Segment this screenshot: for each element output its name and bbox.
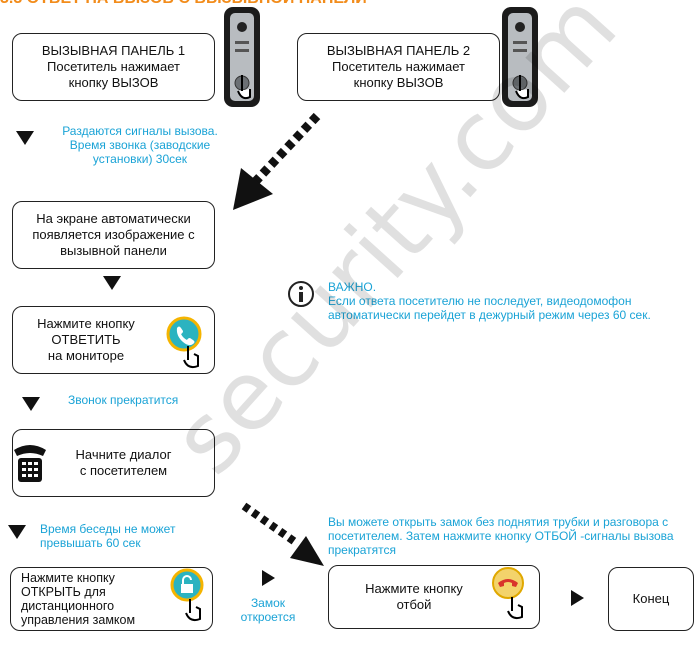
door-station-icon-2 [502, 7, 538, 107]
flow-arrow-right-1 [262, 570, 275, 586]
call-panel-1-box: ВЫЗЫВНАЯ ПАНЕЛЬ 1 Посетитель нажимает кн… [12, 33, 215, 101]
dialog-box: Начните диалог с посетителем [12, 429, 215, 497]
end-box: Конец [608, 567, 694, 631]
open-lock-box: Нажмите кнопку ОТКРЫТЬ для дистанционног… [10, 567, 213, 631]
panel-1-title: ВЫЗЫВНАЯ ПАНЕЛЬ 1 [41, 43, 186, 58]
door-station-icon-1 [224, 7, 260, 107]
answer-phone-button-icon [166, 316, 202, 369]
flow-arrow-down-3 [22, 397, 40, 411]
ring-note: Раздаются сигналы вызова. Время звонка (… [62, 124, 218, 166]
unlock-note: Вы можете открыть замок без поднятия тру… [328, 515, 674, 557]
panel-2-line2: Посетитель нажимает [332, 59, 465, 74]
important-title: ВАЖНО. [328, 280, 377, 294]
flow-arrow-down-1 [16, 131, 34, 145]
telephone-handset-icon [14, 445, 46, 482]
info-icon [288, 281, 314, 307]
flow-arrow-down-2 [103, 276, 121, 290]
open-lock-button-icon [170, 568, 204, 622]
ring-stop-note: Звонок прекратится [68, 393, 179, 407]
dashed-arrow-from-panel-2 [233, 112, 321, 210]
important-text: Если ответа посетителю не последует, вид… [328, 294, 651, 322]
flow-arrow-down-4 [8, 525, 26, 539]
panel-1-line2: Посетитель нажимает [47, 59, 180, 74]
panel-2-line3: кнопку ВЫЗОВ [353, 75, 444, 90]
section-header: 3.3 ОТВЕТ НА ВЫЗОВ С ВЫЗЫВНОЙ ПАНЕЛИ [0, 0, 367, 8]
hangup-button-icon [492, 567, 524, 620]
talk-time-note: Время беседы не может превышать 60 сек [40, 522, 176, 550]
flow-arrow-right-2 [571, 590, 584, 606]
panel-1-line3: кнопку ВЫЗОВ [68, 75, 159, 90]
screen-image-box: На экране автоматически появляется изобр… [12, 201, 215, 269]
call-panel-2-box: ВЫЗЫВНАЯ ПАНЕЛЬ 2 Посетитель нажимает кн… [297, 33, 500, 101]
dashed-arrow-to-hangup [241, 502, 324, 566]
lock-opens-note: Замок откроется [240, 596, 296, 624]
panel-2-title: ВЫЗЫВНАЯ ПАНЕЛЬ 2 [326, 43, 471, 58]
